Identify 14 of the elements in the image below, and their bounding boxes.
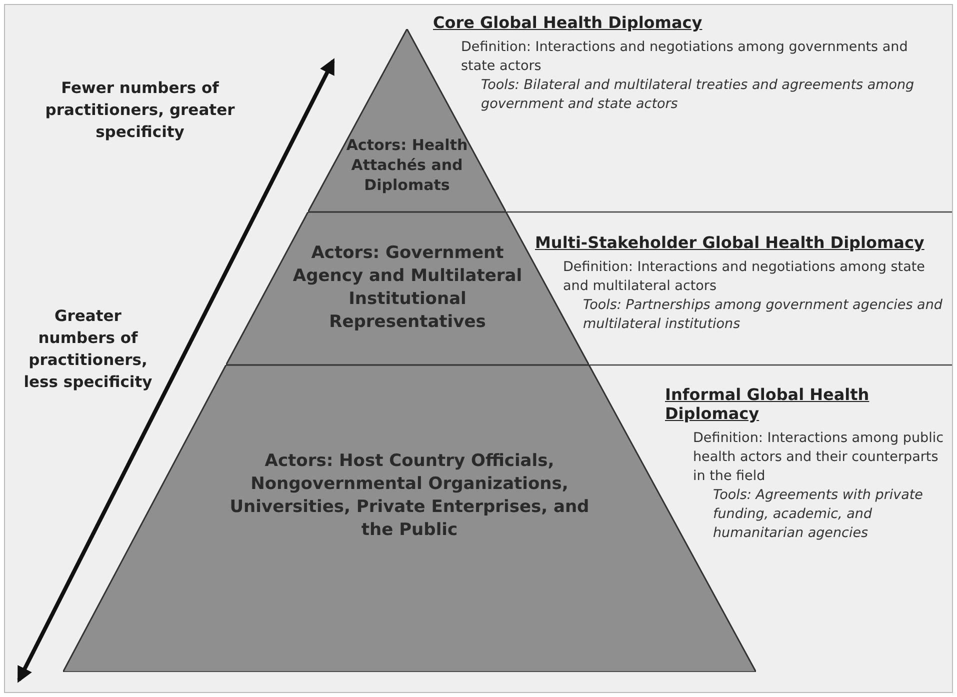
tier-heading: Multi-Stakeholder Global Health Diplomacy [535,233,926,252]
side-label: Greater numbers of practitioners, less specificity [23,306,153,393]
tier-text: Actors: Government Agency and Multilateral Institutional Representatives [292,242,524,334]
tier-heading: Core Global Health Diplomacy [433,13,704,32]
definition-text: Definition: Interactions among public health actors and their counterparts in the field [692,429,944,486]
tools-text: Tools: Agreements with private funding, academic, and humanitarian agencies [712,486,924,543]
definition-text: Definition: Interactions and negotiations among state and multilateral actors [562,258,926,296]
tools-text: Tools: Bilateral and multilateral treaties and agreements among government and state actors [480,76,916,114]
tier-text: Actors: Health Attachés and Diplomats [345,135,469,195]
tier-heading: Informal Global Health Diplomacy [665,385,870,423]
tier-text: Actors: Host Country Officials, Nongovernmental Organizations, Universities, Private Enterprises, and the Public [228,450,590,542]
side-label: Fewer numbers of practitioners, greater specificity [44,78,236,143]
tools-text: Tools: Partnerships among government agencies and multilateral institutions [582,296,944,334]
definition-text: Definition: Interactions and negotiations among governments and state actors [460,38,909,76]
